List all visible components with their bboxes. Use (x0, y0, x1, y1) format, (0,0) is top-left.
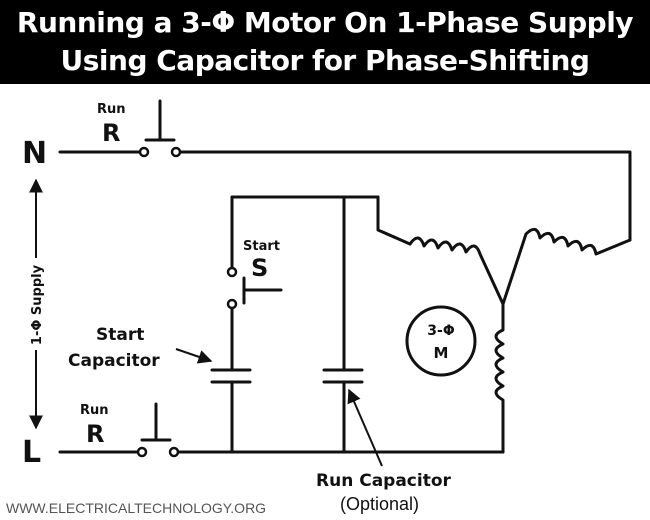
neutral-wire-right (178, 150, 632, 242)
winding-bottom-coil (494, 302, 505, 454)
winding-top-left-lead (376, 195, 412, 246)
circuit-diagram: N L 1-Φ Supply Run R Run R Start S Start… (6, 99, 632, 516)
title-line-2: Using Capacitor for Phase-Shifting (60, 44, 590, 77)
start-contact-top (226, 266, 238, 278)
run-bottom-small-label: Run (80, 403, 109, 418)
neutral-label: N (22, 136, 47, 171)
winding-top-right-coil (501, 227, 632, 306)
motor-label-line2: M (434, 344, 449, 362)
run-contact-bottom-right (168, 446, 180, 458)
footer-website: WWW.ELECTRICALTECHNOLOGY.ORG (6, 500, 266, 516)
run-contact-bottom-left (136, 446, 148, 458)
run-button-top-bar (144, 99, 176, 142)
run-capacitor (322, 368, 364, 384)
motor-label-line1: 3-Φ (427, 323, 455, 339)
winding-top-left-coil (408, 236, 505, 306)
run-capacitor-pointer (347, 388, 383, 467)
start-capacitor-pointer (175, 348, 213, 364)
run-capacitor-note: (Optional) (340, 494, 419, 514)
start-switch-bar (242, 276, 283, 305)
motor-symbol (405, 305, 477, 377)
run-capacitor-label: Run Capacitor (316, 471, 452, 491)
run-button-bottom-bar (140, 402, 172, 442)
line-label: L (22, 435, 41, 470)
run-contact-top-right (170, 146, 182, 158)
run-top-small-label: Run (97, 102, 126, 117)
title-line-1: Running a 3-Φ Motor On 1-Phase Supply (16, 6, 634, 39)
start-letter-label: S (251, 254, 268, 282)
start-contact-bottom (226, 298, 238, 310)
start-capacitor-label-line2: Capacitor (68, 351, 160, 371)
start-capacitor (210, 368, 252, 384)
run-top-letter-label: R (102, 119, 120, 147)
run-bottom-letter-label: R (86, 420, 104, 448)
start-small-label: Start (243, 239, 280, 254)
title-banner: Running a 3-Φ Motor On 1-Phase Supply Us… (0, 0, 650, 84)
start-capacitor-label-line1: Start (96, 325, 144, 345)
run-contact-top-left (138, 146, 150, 158)
supply-label: 1-Φ Supply (30, 264, 45, 345)
